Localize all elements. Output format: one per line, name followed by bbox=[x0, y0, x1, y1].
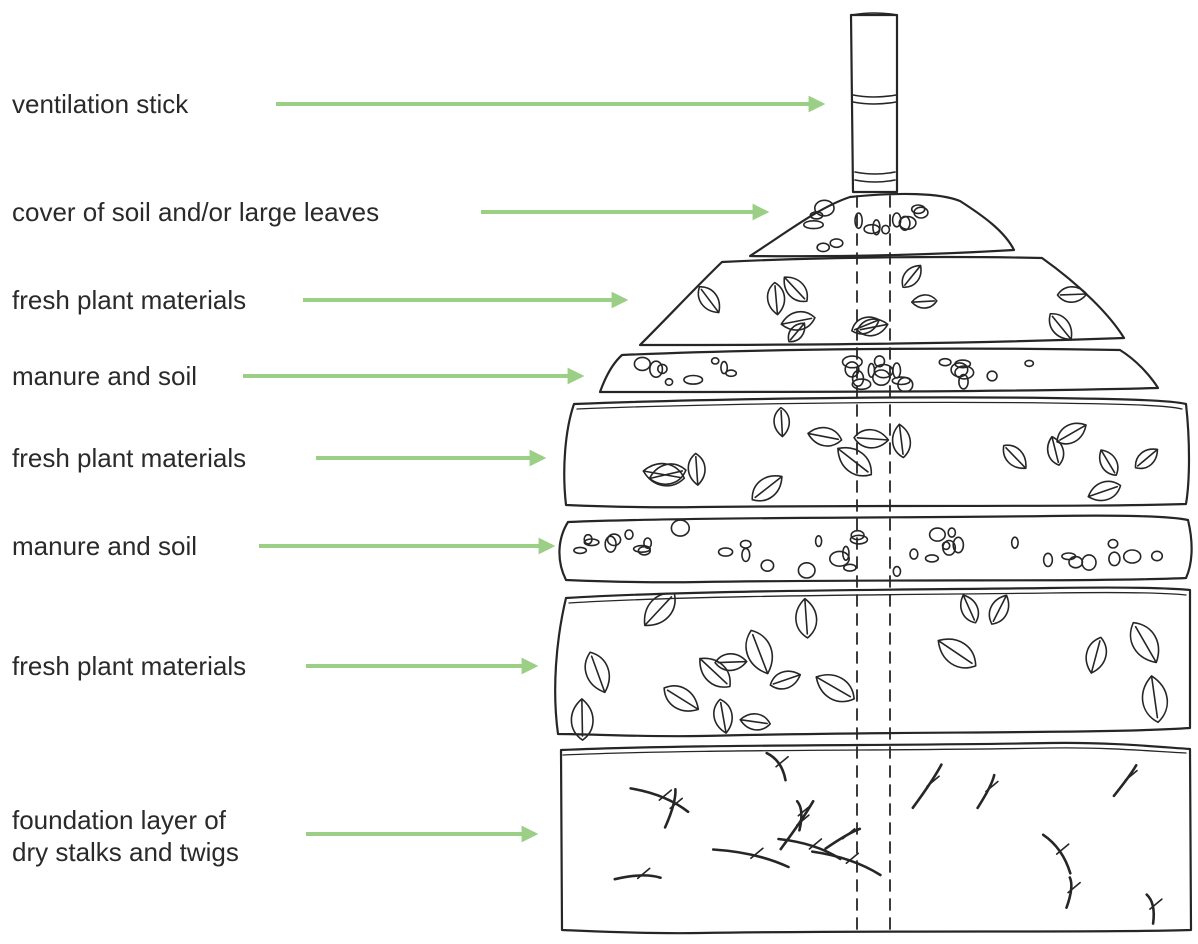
pebble bbox=[719, 548, 733, 556]
pebble bbox=[761, 560, 773, 571]
twig-branch bbox=[638, 868, 650, 878]
leaf bbox=[831, 440, 878, 484]
leaf bbox=[773, 407, 790, 437]
leaf bbox=[687, 453, 706, 486]
leaf bbox=[1131, 444, 1163, 474]
pebble bbox=[625, 530, 633, 539]
pebble bbox=[1109, 552, 1120, 565]
pebble bbox=[574, 547, 586, 553]
leaf bbox=[1082, 635, 1110, 676]
leaf bbox=[810, 667, 859, 709]
label-fresh-plant-materials-2: fresh plant materials bbox=[12, 442, 246, 474]
compost-heap bbox=[555, 13, 1191, 935]
pebble bbox=[864, 225, 879, 234]
layer-manure-2 bbox=[559, 516, 1191, 583]
pebble bbox=[1082, 555, 1096, 570]
label-manure-and-soil-1: manure and soil bbox=[12, 360, 197, 392]
pebble bbox=[1124, 550, 1141, 563]
leaf bbox=[746, 469, 788, 508]
pebble bbox=[817, 243, 829, 251]
pebble bbox=[816, 536, 822, 547]
leaf bbox=[911, 294, 937, 308]
leaf bbox=[768, 667, 803, 693]
pebble bbox=[948, 528, 955, 537]
pebble bbox=[855, 213, 862, 228]
leaf bbox=[1139, 674, 1170, 724]
pebble bbox=[830, 239, 843, 247]
pebble bbox=[893, 363, 901, 378]
pebble bbox=[987, 371, 997, 381]
leaf bbox=[740, 626, 779, 678]
pebble bbox=[798, 563, 815, 578]
leaf bbox=[891, 423, 913, 458]
leaf bbox=[739, 712, 771, 732]
leaf bbox=[780, 309, 817, 333]
pebble bbox=[939, 359, 951, 366]
leaf bbox=[715, 653, 747, 671]
pebble bbox=[608, 534, 621, 545]
pebble bbox=[882, 225, 890, 233]
layer-plant-2 bbox=[564, 397, 1189, 507]
leaf bbox=[1044, 435, 1066, 467]
pebble bbox=[1152, 551, 1163, 560]
leaf bbox=[1123, 617, 1167, 669]
pebble bbox=[1012, 537, 1018, 548]
leaf bbox=[806, 425, 843, 449]
pebble bbox=[665, 379, 672, 386]
leaf bbox=[766, 282, 786, 316]
leaf bbox=[1094, 446, 1122, 479]
pebble bbox=[1025, 360, 1033, 366]
label-ventilation-stick: ventilation stick bbox=[12, 88, 188, 120]
pebble bbox=[926, 555, 939, 562]
pebble bbox=[930, 528, 946, 541]
pebble bbox=[1108, 540, 1117, 548]
leaf bbox=[795, 598, 818, 639]
pebble bbox=[742, 548, 750, 561]
label-manure-and-soil-2: manure and soil bbox=[12, 530, 197, 562]
leaf bbox=[956, 592, 983, 626]
leaf bbox=[853, 429, 889, 449]
pebble bbox=[726, 370, 736, 376]
leaf bbox=[932, 631, 983, 676]
label-foundation: foundation layer of dry stalks and twigs bbox=[12, 804, 239, 868]
pebble bbox=[804, 221, 823, 229]
leaf bbox=[778, 271, 813, 307]
leaf bbox=[580, 648, 616, 696]
leaf bbox=[1085, 477, 1123, 505]
label-cover: cover of soil and/or large leaves bbox=[12, 196, 379, 228]
leaf bbox=[1053, 417, 1091, 449]
leaf bbox=[998, 440, 1032, 474]
leaf bbox=[693, 651, 738, 695]
pebble bbox=[1069, 557, 1082, 568]
pebble bbox=[650, 361, 663, 377]
twig-branch bbox=[843, 829, 855, 839]
leaf bbox=[1057, 286, 1087, 302]
layer-foundation bbox=[561, 743, 1191, 933]
leaf bbox=[711, 698, 735, 735]
pebble bbox=[893, 567, 900, 577]
leaf bbox=[897, 261, 926, 292]
layer-cover bbox=[750, 194, 1014, 256]
label-fresh-plant-materials-1: fresh plant materials bbox=[12, 284, 246, 316]
pebble bbox=[1044, 553, 1053, 566]
pebble bbox=[830, 551, 849, 566]
leaf bbox=[984, 591, 1014, 628]
twig-branch bbox=[1068, 883, 1080, 893]
leaf bbox=[658, 679, 703, 718]
pebble bbox=[741, 540, 751, 548]
pebble bbox=[671, 520, 689, 536]
pebble bbox=[684, 376, 703, 385]
label-fresh-plant-materials-3: fresh plant materials bbox=[12, 650, 246, 682]
pebble bbox=[910, 549, 918, 559]
pebble bbox=[712, 358, 719, 364]
pebble bbox=[951, 363, 968, 377]
pebble bbox=[634, 357, 650, 370]
